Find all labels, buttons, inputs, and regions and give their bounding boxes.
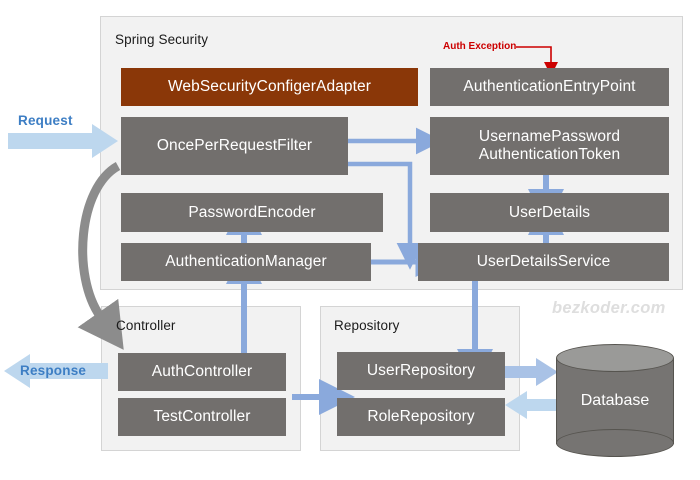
database-to-rolerepository-arrow xyxy=(505,391,558,419)
box-passwordencoder[interactable]: PasswordEncoder xyxy=(121,193,383,232)
box-onceperrequestfilter[interactable]: OncePerRequestFilter xyxy=(121,117,348,175)
cylinder-top-ellipse xyxy=(556,344,674,372)
response-label: Response xyxy=(20,363,87,378)
request-arrow xyxy=(8,124,118,158)
request-label: Request xyxy=(18,113,73,128)
auth-exception-label: Auth Exception xyxy=(443,41,517,52)
database-cylinder[interactable]: Database xyxy=(556,344,674,458)
panel-repository-title: Repository xyxy=(334,318,400,333)
box-userdetails[interactable]: UserDetails xyxy=(430,193,669,232)
box-userrepository[interactable]: UserRepository xyxy=(337,352,505,390)
filter-to-controller-curve xyxy=(77,162,124,350)
response-arrow xyxy=(4,354,108,388)
filter-to-userdetailsservice-arrow xyxy=(348,161,424,270)
box-testcontroller[interactable]: TestController xyxy=(118,398,286,436)
box-websecurityconfigeradapter[interactable]: WebSecurityConfigerAdapter xyxy=(121,68,418,106)
panel-controller-title: Controller xyxy=(116,318,176,333)
box-authenticationmanager[interactable]: AuthenticationManager xyxy=(121,243,371,281)
panel-spring-security-title: Spring Security xyxy=(115,32,209,47)
box-authcontroller[interactable]: AuthController xyxy=(118,353,286,391)
watermark-bezkoder: bezkoder.com xyxy=(552,299,666,317)
box-rolerepository[interactable]: RoleRepository xyxy=(337,398,505,436)
token-label-line1: UsernamePassword xyxy=(478,128,621,146)
cylinder-bottom-ellipse xyxy=(556,429,674,457)
token-label-line2: AuthenticationToken xyxy=(478,146,621,163)
box-usernamepasswordauthenticationtoken[interactable]: UsernamePassword AuthenticationToken xyxy=(430,117,669,175)
database-label: Database xyxy=(580,392,650,409)
box-authenticationentrypoint[interactable]: AuthenticationEntryPoint xyxy=(430,68,669,106)
box-userdetailsservice[interactable]: UserDetailsService xyxy=(418,243,669,281)
userrepository-to-database-arrow xyxy=(505,358,558,386)
